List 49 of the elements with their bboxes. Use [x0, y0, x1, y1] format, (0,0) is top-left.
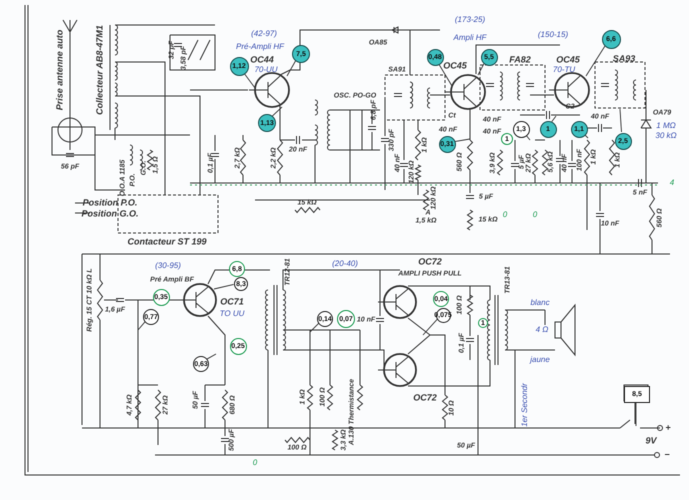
handwritten-note: 1 MΩ — [656, 122, 676, 130]
handwritten-note: blanc — [530, 299, 550, 307]
leader-line — [478, 62, 485, 76]
leader-line — [551, 116, 556, 122]
component-label: − — [664, 450, 670, 460]
leader-line — [422, 318, 438, 336]
handwritten-note: (20-40) — [332, 260, 358, 268]
leader-line — [214, 284, 234, 290]
handwritten-note: 4 Ω — [536, 326, 548, 334]
leader-line — [242, 72, 256, 88]
handwritten-note: Ampli HF — [454, 34, 486, 42]
handwritten-number: 0 — [502, 211, 508, 219]
component-label: Contacteur ST 199 — [127, 238, 207, 246]
handwritten-note: Pré-Ampli HF — [236, 43, 284, 51]
component-label: Collecteur AB8-47M1 — [96, 25, 104, 115]
leader-line — [310, 322, 320, 332]
handwritten-number: 0 — [532, 211, 538, 219]
component-label: OC71 — [220, 298, 244, 306]
component-label: Prise antenne auto — [56, 30, 64, 110]
handwritten-note: jaune — [530, 356, 550, 364]
component-label: 9V — [646, 436, 656, 446]
leader-line — [620, 108, 622, 132]
component-label: OC45 — [556, 56, 580, 64]
handwritten-note: 30 kΩ — [655, 132, 677, 140]
component-label: OC72 — [413, 394, 437, 402]
handwritten-note: (30-95) — [155, 262, 181, 270]
leader-line — [286, 60, 296, 76]
component-label: FA82 — [509, 56, 531, 64]
handwritten-note: 70-UU — [254, 66, 278, 74]
component-label: + — [665, 424, 671, 432]
leader-line — [138, 321, 146, 330]
component-label: OC72 — [418, 258, 442, 266]
component-label: SA93 — [612, 54, 636, 64]
handwritten-note: (150-15) — [538, 31, 568, 39]
leader-line — [438, 62, 452, 86]
handwritten-note: (42-97) — [251, 30, 277, 38]
component-label: OC44 — [250, 56, 274, 64]
handwritten-note: (173-25) — [454, 16, 486, 24]
handwritten-number: 0 — [252, 459, 258, 467]
component-label: Position G.O. — [82, 210, 138, 218]
handwritten-note: TO UU — [220, 310, 244, 318]
leader-line — [206, 354, 216, 360]
leader-line — [453, 138, 470, 142]
leader-line — [586, 45, 606, 76]
handwritten-number: 4 — [670, 179, 674, 187]
handwritten-note: 1er Secondr — [521, 383, 529, 427]
handwritten-note: 70-TU — [552, 66, 576, 74]
leader-line — [272, 106, 282, 117]
component-label: OC45 — [443, 62, 467, 70]
